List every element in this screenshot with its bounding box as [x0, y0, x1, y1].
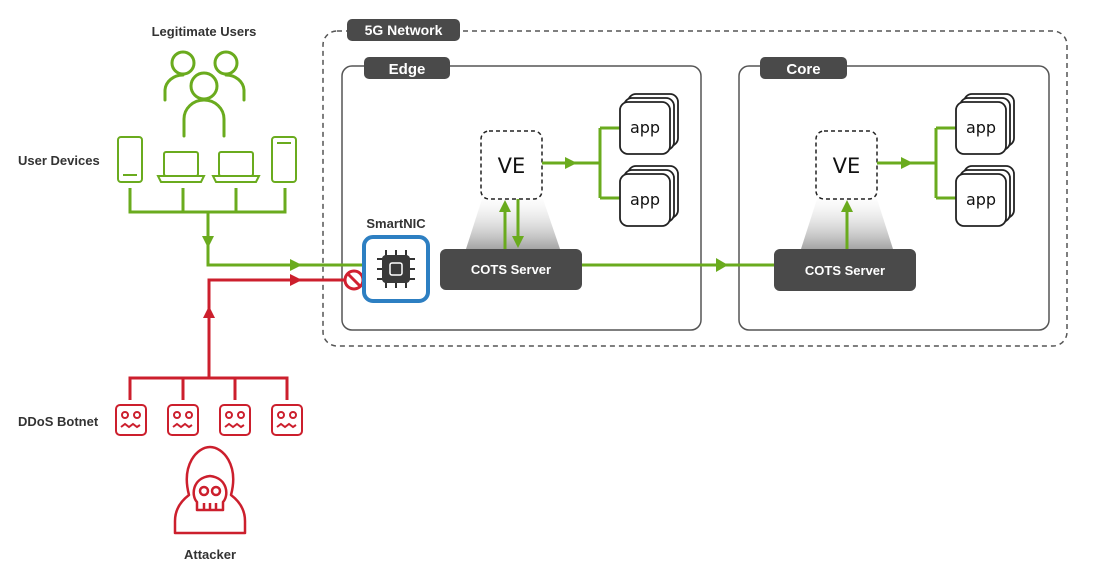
bot-icon — [219, 404, 251, 436]
users-group-icon — [163, 50, 246, 138]
bot-icon — [167, 404, 199, 436]
core-app-label: app — [966, 190, 996, 209]
edge-server-label: COTS Server — [471, 262, 551, 277]
core-server-label: COTS Server — [805, 263, 885, 278]
tablet-icon — [271, 136, 297, 183]
core-ve-label: VE — [833, 154, 861, 178]
attack-arrow-right — [290, 274, 302, 286]
edge-app-label: app — [630, 118, 660, 137]
5g-network-tab: 5G Network — [347, 19, 460, 41]
edge-arrow-up — [499, 200, 511, 212]
attack-arrow-up — [203, 306, 215, 318]
core-cots-server: COTS Server — [774, 249, 916, 291]
edge-box — [341, 65, 702, 331]
core-ve-box: VE — [815, 130, 878, 200]
legit-arrow-to-core — [716, 258, 728, 272]
legit-traffic-path — [128, 188, 774, 267]
edge-app-stack: app — [619, 93, 679, 155]
edge-app-label: app — [630, 190, 660, 209]
bot-icon — [271, 404, 303, 436]
core-title: Core — [786, 61, 820, 78]
core-app-stack: app — [955, 93, 1015, 155]
attacker-label: Attacker — [184, 547, 236, 562]
bot-icon — [115, 404, 147, 436]
legitimate-users-label: Legitimate Users — [152, 24, 257, 39]
ddos-botnet-label: DDoS Botnet — [18, 414, 99, 429]
legit-arrow-right — [290, 259, 302, 271]
user-devices-label: User Devices — [18, 153, 100, 168]
edge-cots-server: COTS Server — [440, 249, 582, 290]
5g-network-title: 5G Network — [365, 22, 443, 38]
edge-ve-box: VE — [480, 130, 543, 200]
edge-arrow-right — [565, 157, 577, 169]
skull-hood-icon — [173, 445, 247, 535]
smartnic-label: SmartNIC — [366, 216, 426, 231]
edge-title: Edge — [389, 61, 426, 78]
core-arrow-right — [901, 157, 913, 169]
edge-app-stack: app — [619, 165, 679, 227]
edge-arrow-down — [512, 236, 524, 248]
edge-ve-shade — [466, 199, 560, 249]
no-entry-icon — [343, 269, 365, 291]
edge-ve-label: VE — [498, 154, 526, 178]
core-app-label: app — [966, 118, 996, 137]
core-app-stack: app — [955, 165, 1015, 227]
legit-arrow-down — [202, 236, 214, 248]
smartnic-chip-icon — [362, 235, 430, 303]
attack-traffic-path — [128, 278, 346, 400]
phone-icon — [117, 136, 143, 183]
edge-ve-links — [503, 126, 620, 249]
core-tab: Core — [760, 57, 847, 79]
laptop-icon — [156, 151, 206, 183]
core-ve-links — [845, 126, 956, 249]
5g-network-boundary — [322, 30, 1068, 347]
core-arrow-up — [841, 200, 853, 212]
laptop-icon — [211, 151, 261, 183]
core-box — [738, 65, 1050, 331]
edge-tab: Edge — [364, 57, 450, 79]
